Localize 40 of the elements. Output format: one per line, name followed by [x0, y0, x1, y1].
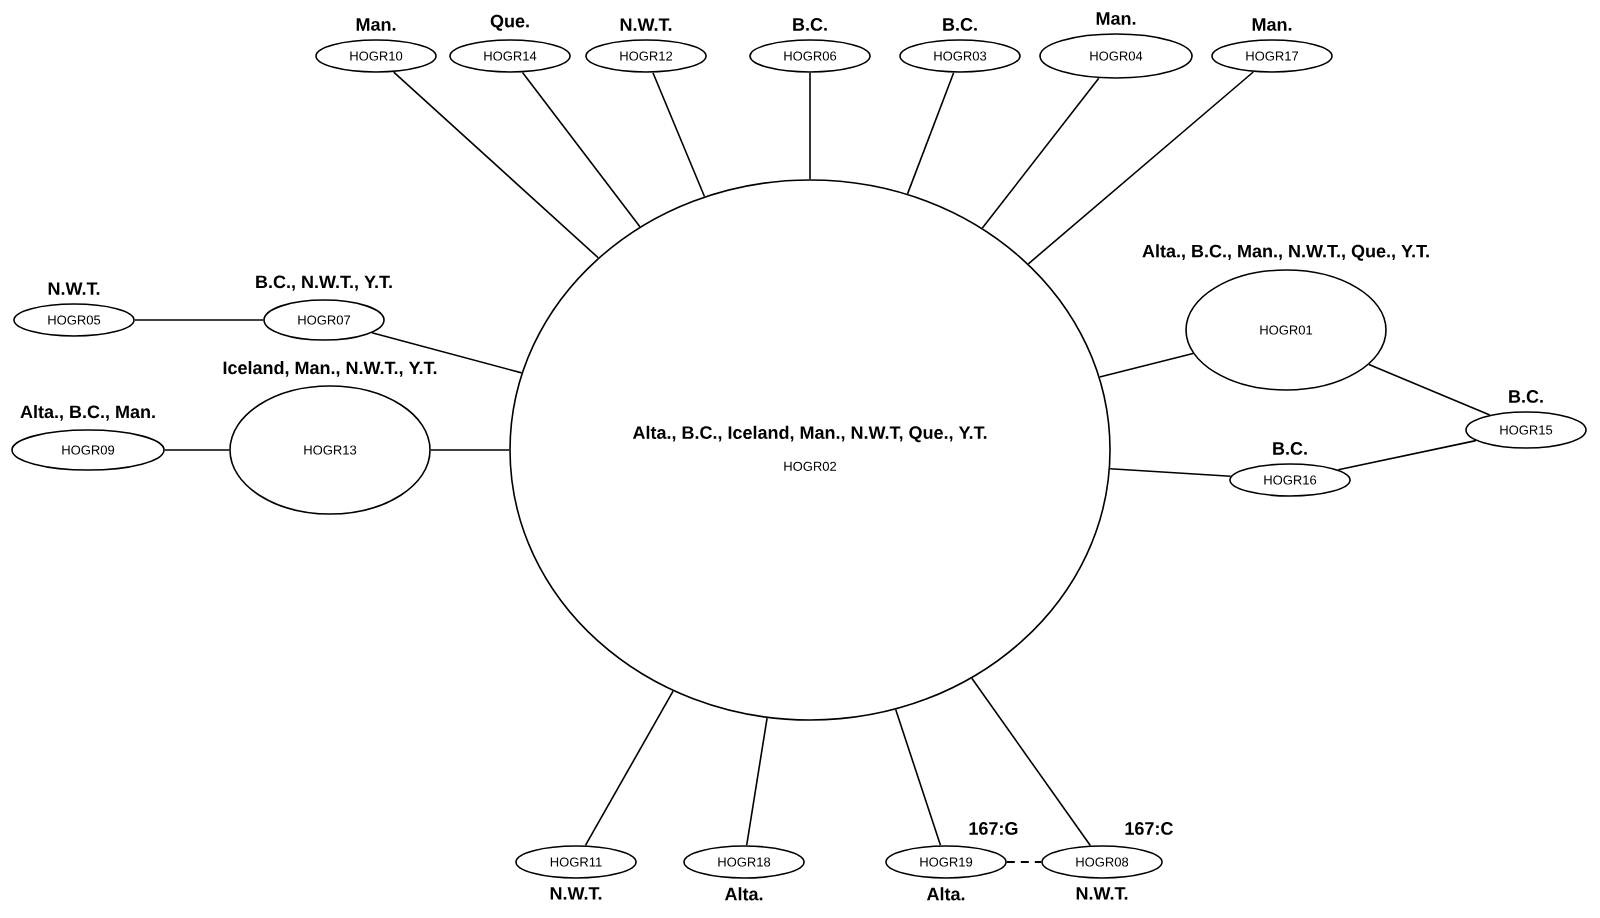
region-label: N.W.T. [1076, 887, 1128, 900]
region-label: B.C. [1273, 442, 1307, 455]
connecting-line [1337, 439, 1477, 471]
connecting-line [981, 77, 1100, 229]
connecting-line [1368, 363, 1491, 416]
connecting-line [809, 72, 811, 180]
mutation-label: 167:C [1125, 822, 1173, 835]
connecting-line [1109, 467, 1232, 478]
connecting-line [652, 71, 706, 198]
connecting-line [1005, 861, 1043, 863]
region-label: Man. [1252, 18, 1292, 31]
region-label: Alta., B.C., Man. [20, 405, 155, 421]
connecting-line [906, 71, 955, 195]
region-label: B.C., N.W.T., Y.T. [256, 275, 392, 291]
connecting-line [521, 71, 641, 228]
region-label: N.W.T. [48, 282, 100, 295]
connecting-line [1027, 71, 1255, 265]
region-label: N.W.T. [550, 887, 602, 900]
region-label: Man. [356, 18, 396, 31]
region-label: N.W.T. [620, 18, 672, 31]
mutation-label: 167:G [969, 822, 1018, 835]
connecting-line [392, 71, 599, 259]
region-label: Que. [490, 14, 529, 31]
connecting-line [430, 449, 510, 451]
region-label: Alta. [724, 887, 763, 901]
connecting-line [894, 708, 942, 847]
connecting-line [745, 717, 768, 847]
region-label: Alta. [926, 887, 965, 901]
connecting-line [1098, 352, 1194, 378]
region-label: B.C. [943, 18, 977, 31]
region-label: B.C. [793, 18, 827, 31]
region-label: Alta., B.C., Man., N.W.T., Que., Y.T. [1142, 244, 1429, 261]
connecting-line [164, 449, 230, 451]
region-label: Iceland, Man., N.W.T., Y.T. [223, 361, 437, 377]
connecting-line [371, 332, 523, 374]
connecting-line [584, 690, 674, 847]
region-label: B.C. [1509, 390, 1543, 403]
connecting-line [971, 677, 1092, 847]
connecting-line [134, 319, 264, 321]
region-label: Man. [1096, 12, 1136, 25]
